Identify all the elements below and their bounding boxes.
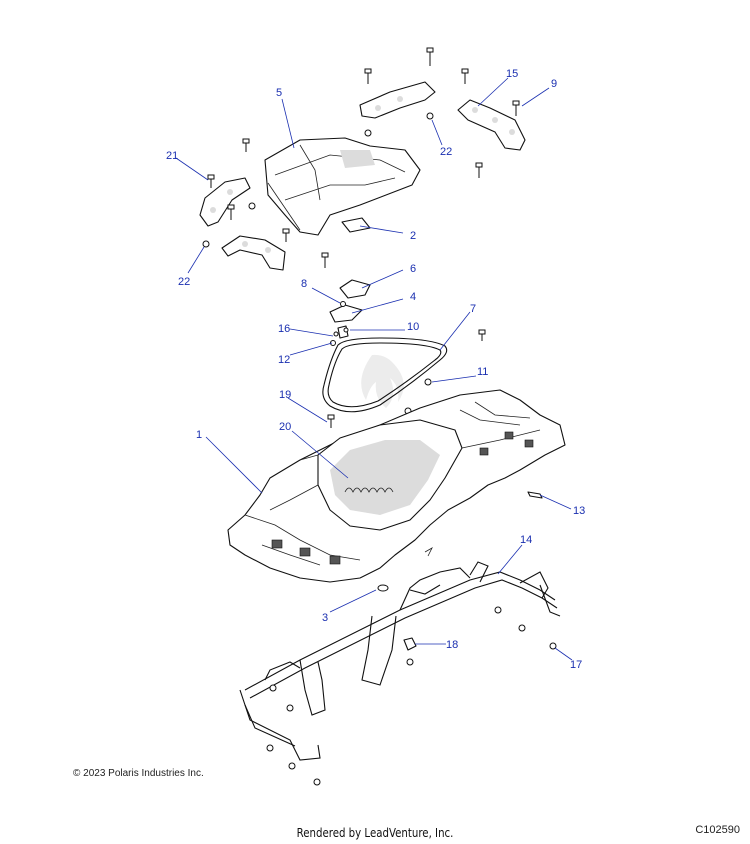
callout-4: 4 [410, 291, 416, 303]
callout-13: 13 [573, 505, 585, 517]
callout-7: 7 [470, 303, 476, 315]
callout-3: 3 [322, 612, 328, 624]
callout-labels: 1 2 3 4 5 6 7 8 9 10 11 12 13 14 15 16 1… [166, 68, 585, 671]
clip-13 [527, 491, 543, 499]
callout-22-right: 22 [440, 146, 452, 158]
callout-19: 19 [279, 389, 291, 401]
leader-lines [175, 77, 573, 661]
bracket-left-lower [221, 235, 286, 271]
watermark-logo [361, 354, 404, 408]
rear-rack-body [227, 389, 566, 583]
callout-1: 1 [196, 429, 202, 441]
callout-5: 5 [276, 87, 282, 99]
callout-15: 15 [506, 68, 518, 80]
latch-assembly [329, 279, 371, 339]
bracket-15 [457, 99, 526, 151]
upper-bracket-right [359, 81, 436, 119]
diagram-id: C102590 [695, 824, 740, 836]
callout-17: 17 [570, 659, 582, 671]
frame-nuts [266, 606, 557, 786]
callout-11: 11 [477, 366, 488, 378]
callout-6: 6 [410, 263, 416, 275]
nut-18 [403, 637, 417, 651]
storage-seal [322, 337, 448, 413]
callout-2: 2 [410, 230, 416, 242]
callout-8: 8 [301, 278, 307, 290]
callout-9: 9 [551, 78, 557, 90]
callout-16: 16 [278, 323, 290, 335]
rendered-by-credit: Rendered by LeadVenture, Inc. [296, 826, 454, 840]
rack-frame [239, 561, 561, 761]
callout-22-left: 22 [178, 276, 190, 288]
bolt-fasteners [207, 47, 520, 428]
callout-12: 12 [278, 354, 290, 366]
copyright-notice: © 2023 Polaris Industries Inc. [73, 768, 204, 779]
storage-cover [264, 137, 421, 236]
id-plate [341, 217, 371, 233]
callout-21: 21 [166, 150, 178, 162]
bracket-left-upper [199, 177, 251, 227]
washer-3 [377, 584, 389, 592]
clip-loose [424, 546, 433, 557]
callout-20: 20 [279, 421, 291, 433]
washers [202, 112, 434, 519]
callout-18: 18 [446, 639, 458, 651]
callout-14: 14 [520, 534, 532, 546]
callout-10: 10 [407, 321, 419, 333]
